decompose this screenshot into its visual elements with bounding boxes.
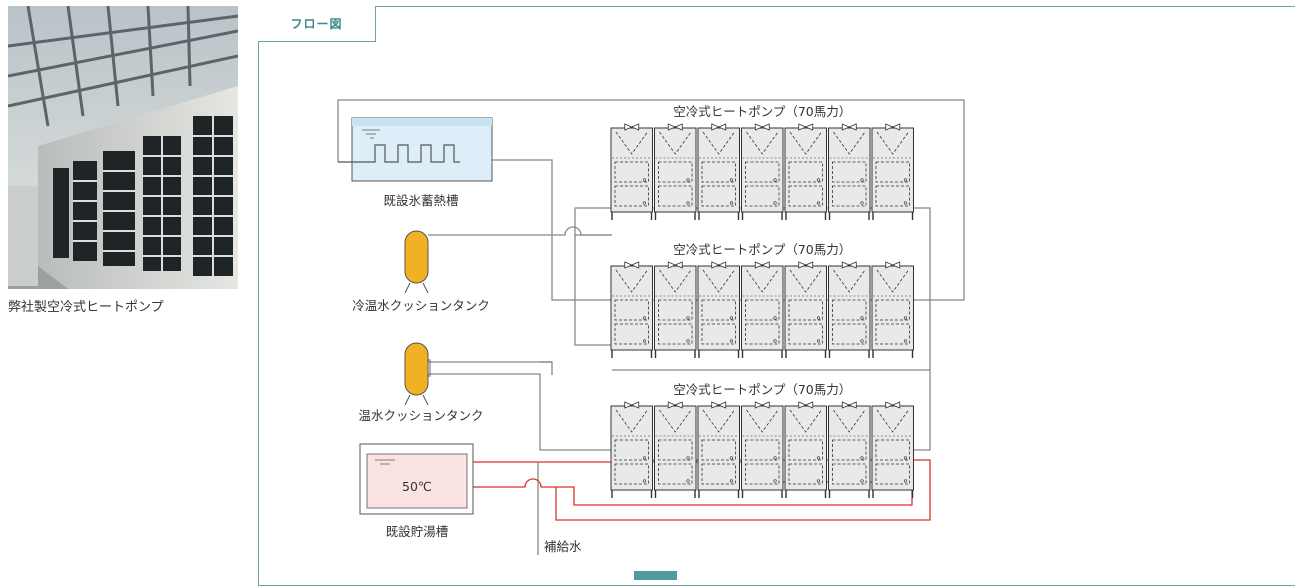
heat-pump-unit [828,261,871,358]
heat-pump-unit [741,261,784,358]
tab-flow-diagram[interactable]: フロー図 [258,6,376,42]
heat-pump-group-label: 空冷式ヒートポンプ（70馬力） [673,382,851,397]
hot-cushion-label: 温水クッションタンク [358,408,483,423]
chilled-cushion-label: 冷温水クッションタンク [352,298,490,313]
heat-pump-unit [784,123,827,220]
heat-pump-photo-image [8,6,238,289]
heat-pump-unit [828,123,871,220]
heat-pump-unit [654,123,697,220]
heat-pump-unit [871,123,914,220]
heat-pump-unit [697,123,740,220]
heat-pump-unit [654,261,697,358]
photo-caption: 弊社製空冷式ヒートポンプ [8,300,164,315]
hot-water-storage-tank [359,443,474,515]
heat-pump-unit [784,401,827,498]
heat-pump-unit [871,261,914,358]
heat-pump-unit [871,401,914,498]
scroll-indicator[interactable] [634,571,677,580]
storage-temp: 50℃ [402,479,432,494]
storage-tank-label: 既設貯湯槽 [386,524,449,539]
heat-pump-unit [784,261,827,358]
hot-cushion-tank [404,342,429,406]
heat-pump-groups: 空冷式ヒートポンプ（70馬力） 空冷式ヒートポンプ（70馬力） 空冷式ヒートポンプ（… [610,104,914,498]
heat-pump-unit [741,123,784,220]
ice-storage-tank [338,117,493,182]
heat-pump-unit [610,123,653,220]
heat-pump-unit [610,401,653,498]
ice-tank-label: 既設氷蓄熱槽 [383,193,458,208]
heat-pump-photo [8,6,238,289]
heat-pump-group: 空冷式ヒートポンプ（70馬力） [610,382,914,498]
heat-pump-unit [828,401,871,498]
heat-pump-unit [697,261,740,358]
heat-pump-unit [654,401,697,498]
heat-pump-group: 空冷式ヒートポンプ（70馬力） [610,242,914,358]
flow-diagram-panel [258,6,1295,586]
heat-pump-unit [741,401,784,498]
makeup-water-label: 補給水 [544,539,582,554]
heat-pump-group-label: 空冷式ヒートポンプ（70馬力） [673,104,851,119]
chilled-cushion-tank [404,230,429,294]
heat-pump-group: 空冷式ヒートポンプ（70馬力） [610,104,914,220]
heat-pump-unit [697,401,740,498]
chilled-water-piping [337,99,965,555]
heat-pump-group-label: 空冷式ヒートポンプ（70馬力） [673,242,851,257]
heat-pump-unit [610,261,653,358]
